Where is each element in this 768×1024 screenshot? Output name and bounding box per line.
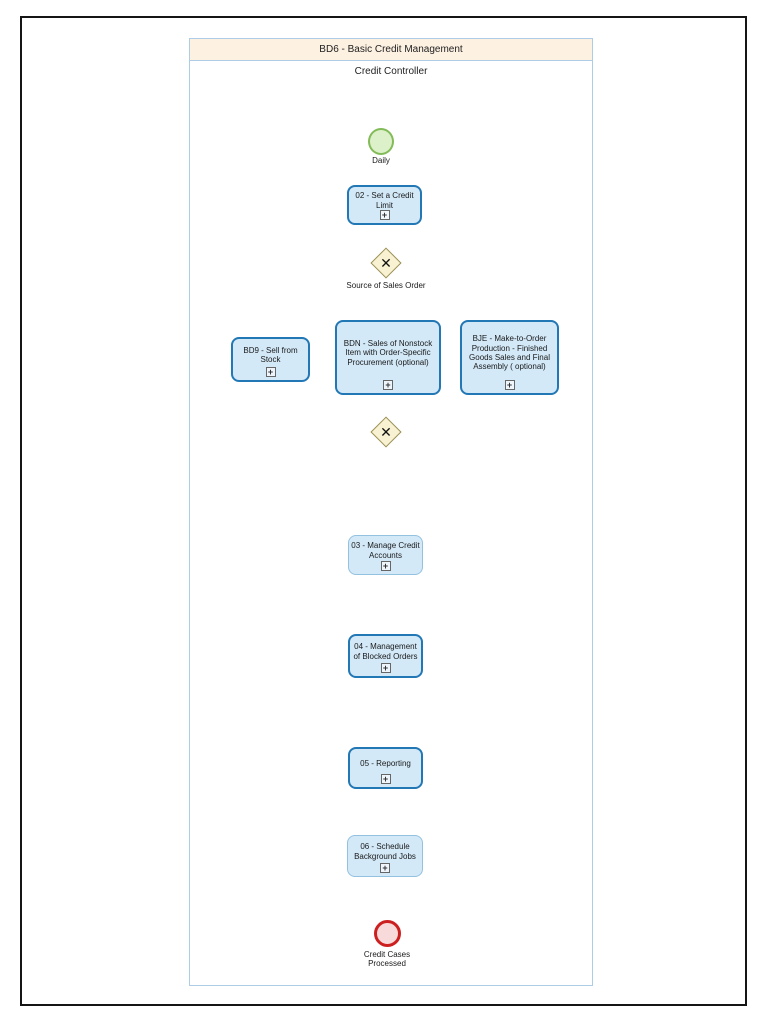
task-03-label: 03 - Manage Credit Accounts (351, 541, 420, 560)
pool-title: BD6 - Basic Credit Management (190, 39, 592, 61)
subprocess-expand-icon[interactable]: + (383, 380, 393, 390)
exclusive-gateway-x-icon: ✕ (380, 254, 392, 271)
subprocess-expand-icon[interactable]: + (380, 663, 391, 673)
task-bje-label: BJE - Make-to-Order Production - Finishe… (469, 334, 550, 372)
task-bdn-label: BDN - Sales of Nonstock Item with Order-… (343, 338, 433, 367)
task-05-label: 05 - Reporting (360, 758, 411, 768)
task-06-schedule-background-jobs[interactable]: 06 - Schedule Background Jobs + (347, 835, 423, 877)
task-bje-make-to-order[interactable]: BJE - Make-to-Order Production - Finishe… (460, 320, 559, 395)
start-event-daily[interactable] (368, 128, 394, 155)
pool-bd6: BD6 - Basic Credit Management Credit Con… (189, 38, 593, 986)
task-02-label: 02 - Set a Credit Limit (355, 191, 414, 210)
diagram-frame: BD6 - Basic Credit Management Credit Con… (20, 16, 747, 1006)
subprocess-expand-icon[interactable]: + (379, 210, 390, 220)
task-04-management-blocked-orders[interactable]: 04 - Management of Blocked Orders + (348, 634, 423, 678)
lane-label-credit-controller: Credit Controller (354, 66, 428, 77)
subprocess-expand-icon[interactable]: + (380, 774, 391, 784)
gateway-merge[interactable]: ✕ (370, 416, 402, 448)
task-bd9-sell-from-stock[interactable]: BD9 - Sell from Stock + (231, 337, 310, 382)
task-06-label: 06 - Schedule Background Jobs (354, 842, 416, 861)
task-04-label: 04 - Management of Blocked Orders (353, 642, 418, 661)
subprocess-expand-icon[interactable]: + (265, 367, 276, 377)
start-event-label: Daily (372, 156, 390, 165)
exclusive-gateway-x-icon: ✕ (380, 423, 392, 440)
pool-title-text: BD6 - Basic Credit Management (319, 44, 463, 55)
subprocess-expand-icon[interactable]: + (380, 561, 391, 571)
end-event-credit-cases-processed[interactable] (374, 920, 401, 947)
subprocess-expand-icon[interactable]: + (504, 380, 515, 390)
task-02-set-credit-limit[interactable]: 02 - Set a Credit Limit + (347, 185, 422, 225)
gateway-source-of-sales-order[interactable]: ✕ (370, 247, 402, 279)
gateway1-label: Source of Sales Order (346, 281, 426, 290)
subprocess-expand-icon[interactable]: + (380, 863, 390, 873)
task-bd9-label: BD9 - Sell from Stock (243, 345, 298, 364)
task-03-manage-credit-accounts[interactable]: 03 - Manage Credit Accounts + (348, 535, 423, 575)
task-bdn-sales-nonstock[interactable]: BDN - Sales of Nonstock Item with Order-… (335, 320, 441, 395)
task-05-reporting[interactable]: 05 - Reporting + (348, 747, 423, 789)
end-event-label: Credit Cases Processed (363, 950, 411, 969)
